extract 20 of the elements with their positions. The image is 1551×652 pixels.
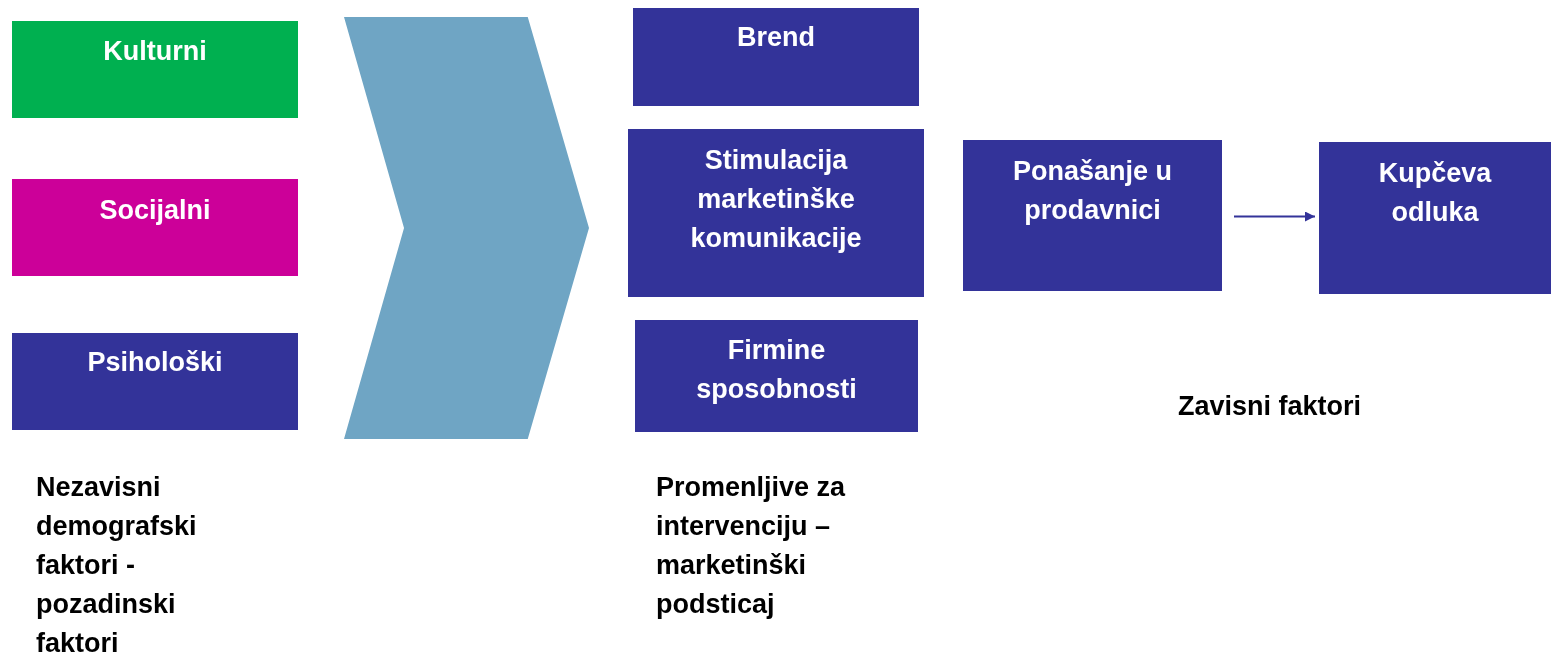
group-caption: Zavisni faktori bbox=[1178, 390, 1363, 423]
box-text: Firmine sposobnosti bbox=[695, 334, 858, 406]
box-text: Ponašanje u prodavnici bbox=[1011, 155, 1173, 227]
process-box bbox=[12, 179, 298, 276]
box-text: Kupčeva odluka bbox=[1377, 157, 1493, 229]
box-text: Psihološki bbox=[86, 346, 224, 379]
process-box bbox=[12, 333, 298, 430]
box-text: Brend bbox=[736, 21, 816, 54]
box-text: Socijalni bbox=[98, 194, 212, 227]
process-box bbox=[1319, 142, 1551, 294]
process-box bbox=[633, 8, 919, 106]
process-box bbox=[963, 140, 1222, 291]
process-box bbox=[635, 320, 918, 432]
process-box bbox=[628, 129, 924, 297]
process-box bbox=[12, 21, 298, 118]
group-caption: Nezavisni demografski faktori - pozadinski faktori bbox=[36, 471, 198, 652]
box-text: Kulturni bbox=[102, 35, 208, 68]
box-text: Stimulacija marketinške komunikacije bbox=[689, 144, 863, 255]
group-caption: Promenljive za intervenciju – marketinški podsticaj bbox=[656, 471, 847, 621]
arrow bbox=[1233, 211, 1316, 222]
